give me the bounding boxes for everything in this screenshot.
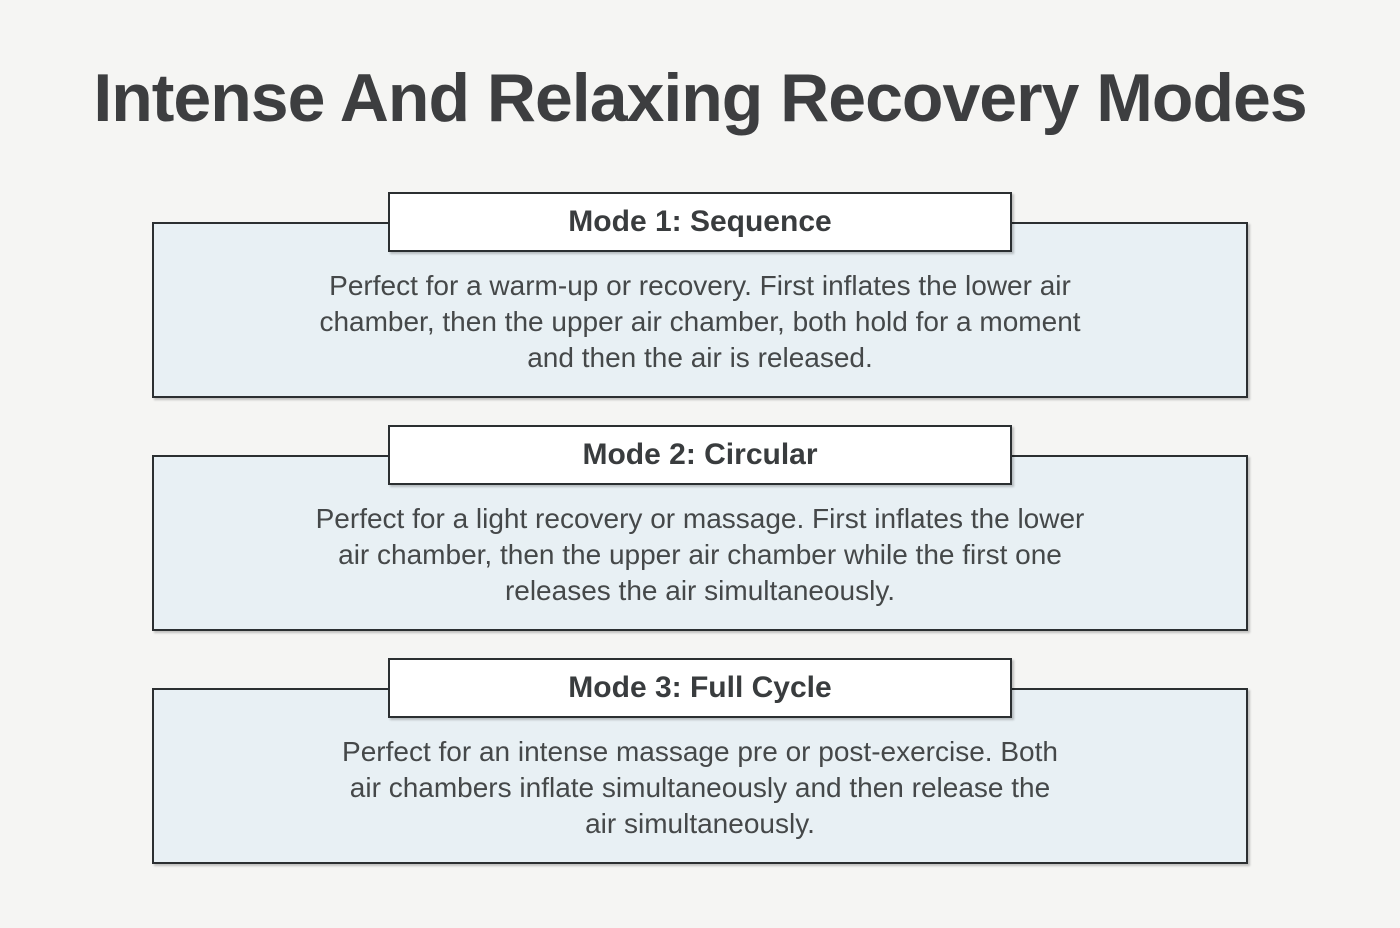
mode-header-circular: Mode 2: Circular xyxy=(388,425,1012,485)
mode-section-sequence: Mode 1: Sequence Perfect for a warm-up o… xyxy=(152,192,1248,398)
mode-header-sequence: Mode 1: Sequence xyxy=(388,192,1012,252)
mode-section-full-cycle: Mode 3: Full Cycle Perfect for an intens… xyxy=(152,658,1248,864)
mode-section-circular: Mode 2: Circular Perfect for a light rec… xyxy=(152,425,1248,631)
mode-sections-container: Mode 1: Sequence Perfect for a warm-up o… xyxy=(152,192,1248,864)
mode-header-full-cycle: Mode 3: Full Cycle xyxy=(388,658,1012,718)
mode-title: Mode 2: Circular xyxy=(582,438,818,471)
page-title: Intense And Relaxing Recovery Modes xyxy=(93,60,1307,136)
mode-title: Mode 1: Sequence xyxy=(568,205,832,238)
mode-title: Mode 3: Full Cycle xyxy=(568,671,832,704)
mode-description-full-cycle: Perfect for an intense massage pre or po… xyxy=(152,688,1248,864)
